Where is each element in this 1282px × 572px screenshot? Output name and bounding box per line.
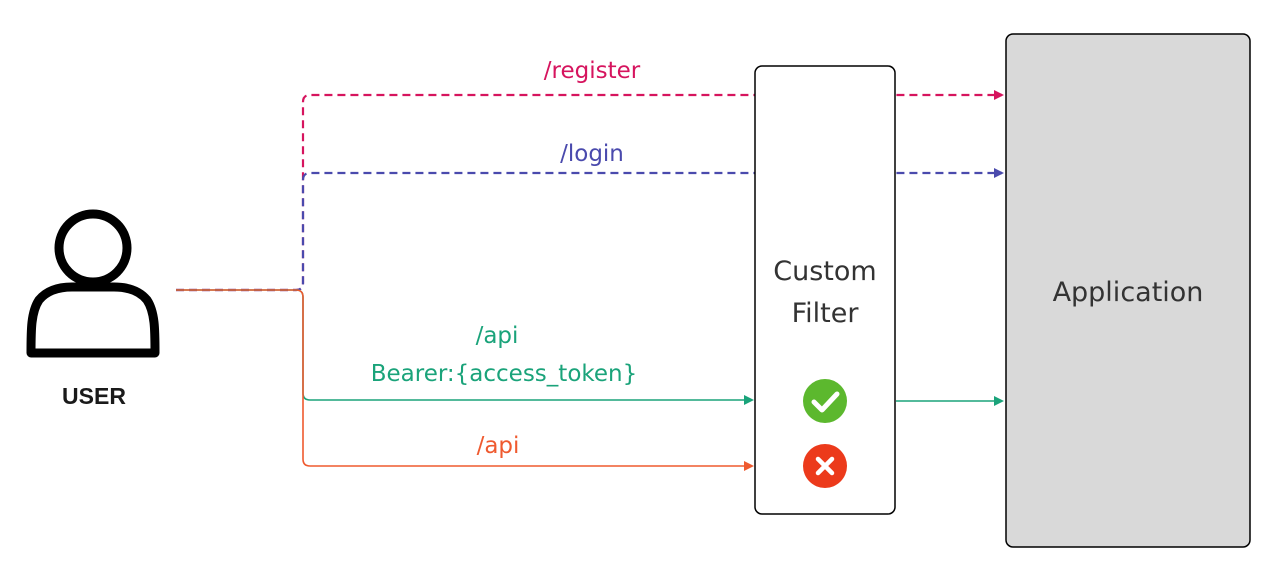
user-label: USER: [62, 383, 126, 409]
check-circle-icon: [803, 379, 847, 423]
login-label: /login: [560, 141, 624, 167]
api-noauth-flow-line: [176, 289, 754, 471]
api-auth-label-line2: Bearer:{access_token}: [371, 361, 638, 387]
custom-filter-box: [754, 65, 896, 515]
api-auth-label-line1: /api: [476, 323, 519, 349]
custom-filter-label-line2: Filter: [792, 298, 860, 329]
application-box: [1005, 33, 1251, 548]
application-label: Application: [1053, 277, 1204, 308]
custom-filter-label-line1: Custom: [773, 256, 876, 287]
api-noauth-label: /api: [477, 433, 520, 459]
register-label: /register: [544, 58, 641, 84]
user-icon: [26, 209, 160, 358]
x-circle-icon: [803, 444, 847, 488]
